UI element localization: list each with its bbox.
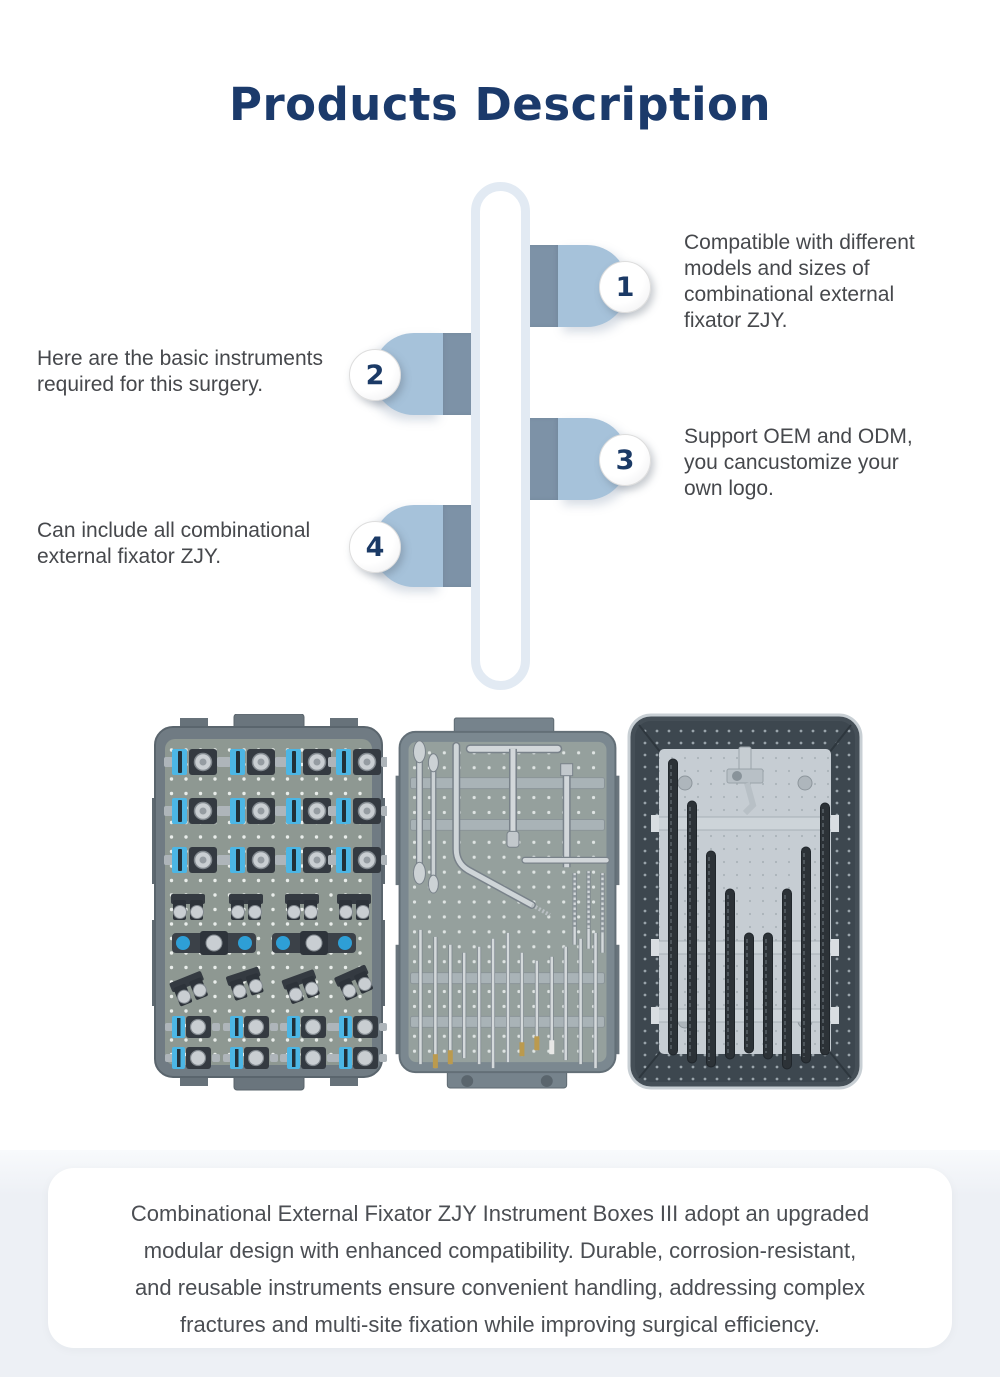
product-photo-carbon-rods-basket xyxy=(627,713,863,1090)
summary-line: and reusable instruments ensure convenie… xyxy=(134,1275,866,1300)
step-text-line: Support OEM and ODM, xyxy=(684,425,913,448)
step-4-tab-dark xyxy=(438,505,471,587)
center-capsule xyxy=(471,182,530,690)
step-1-number: 1 xyxy=(615,271,635,303)
step-3-tab-dark xyxy=(529,418,562,500)
step-text-line: own logo. xyxy=(684,477,774,500)
summary-line: Combinational External Fixator ZJY Instr… xyxy=(130,1201,870,1226)
step-2-number-badge: 2 xyxy=(349,349,401,401)
step-4-text: Can include all combinational external f… xyxy=(37,518,367,570)
step-2-number: 2 xyxy=(365,359,385,391)
product-photo-clamp-set-tray xyxy=(152,714,387,1091)
step-2-text: Here are the basic instruments required … xyxy=(37,346,367,398)
step-text-line: Here are the basic instruments xyxy=(37,347,323,370)
step-1-number-badge: 1 xyxy=(599,261,651,313)
step-text-line: external fixator ZJY. xyxy=(37,545,222,568)
step-2-tab-dark xyxy=(438,333,471,415)
step-text-line: combinational external xyxy=(684,283,895,306)
step-text-line: fixator ZJY. xyxy=(684,309,788,332)
summary-line: modular design with enhanced compatibili… xyxy=(143,1238,857,1263)
step-1-text: Compatible with different models and siz… xyxy=(684,230,956,334)
step-text-line: required for this surgery. xyxy=(37,373,264,396)
summary-text: Combinational External Fixator ZJY Instr… xyxy=(70,1195,930,1343)
step-text-line: Can include all combinational xyxy=(37,519,311,542)
step-4-number: 4 xyxy=(365,531,385,563)
product-photo-instrument-tools-tray xyxy=(395,717,620,1089)
page-title: Products Description xyxy=(228,78,772,131)
step-4-number-badge: 4 xyxy=(349,521,401,573)
step-text-line: you cancustomize your xyxy=(684,451,899,474)
step-1-tab-dark xyxy=(529,245,562,327)
step-text-line: Compatible with different xyxy=(684,231,915,254)
step-3-number: 3 xyxy=(615,444,635,476)
step-3-text: Support OEM and ODM, you cancustomize yo… xyxy=(684,424,944,502)
step-3-number-badge: 3 xyxy=(599,434,651,486)
summary-line: fractures and multi-site fixation while … xyxy=(180,1312,820,1337)
summary-card: Combinational External Fixator ZJY Instr… xyxy=(48,1168,952,1348)
step-text-line: models and sizes of xyxy=(684,257,870,280)
